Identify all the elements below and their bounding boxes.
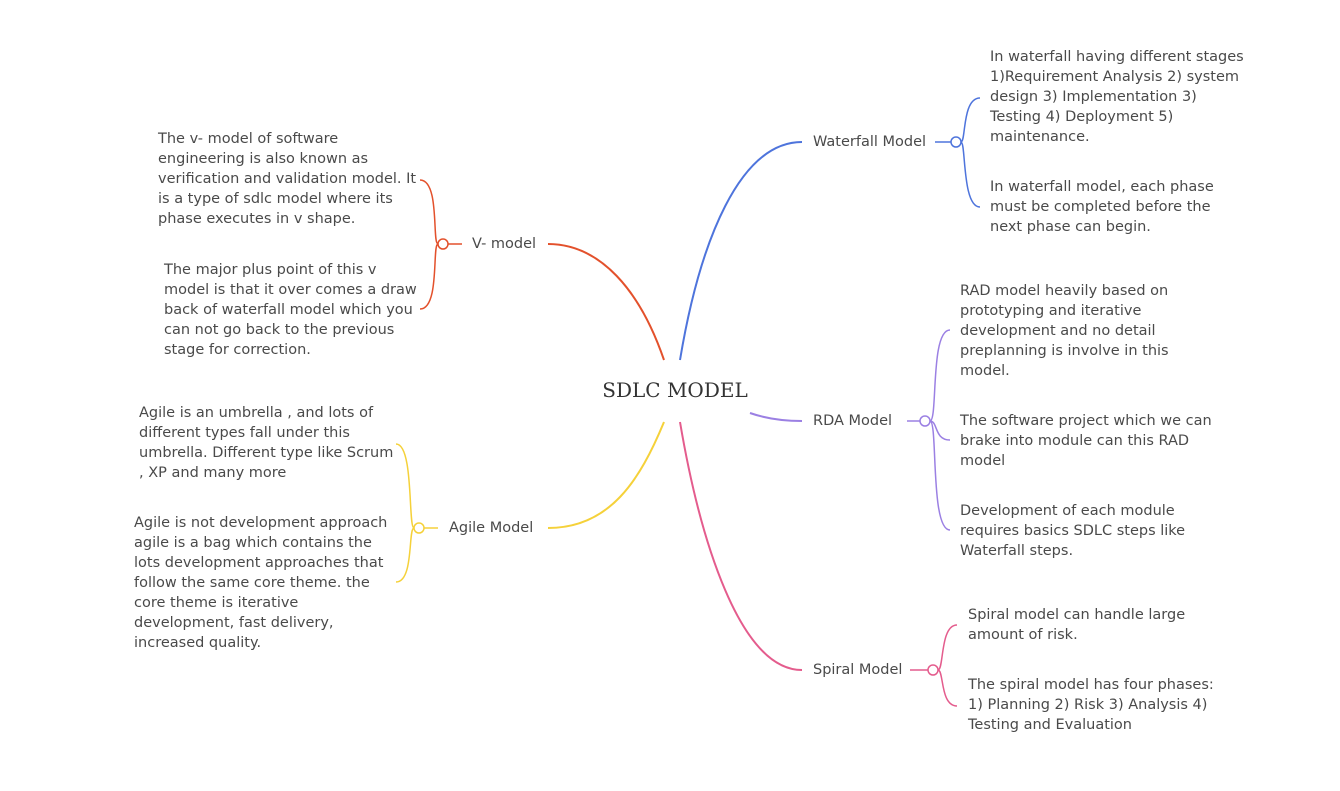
branch-agile-model[interactable]: Agile Model: [449, 520, 534, 536]
note-line: , XP and many more: [139, 465, 287, 481]
note-line: Testing 4) Deployment 5): [990, 109, 1174, 125]
rda-node[interactable]: [919, 415, 931, 427]
note-line: In waterfall having different stages: [990, 49, 1244, 65]
note-line: 1) Planning 2) Risk 3) Analysis 4): [968, 697, 1208, 713]
rda-note-3[interactable]: Development of each module requires basic…: [960, 501, 1185, 561]
spiral-leaf-links: [937, 624, 958, 707]
note-line: In waterfall model, each phase: [990, 179, 1214, 195]
rda-note-2[interactable]: The software project which we can brake i…: [960, 411, 1212, 471]
note-line: follow the same core theme. the: [134, 575, 370, 591]
agile-main-link: [547, 421, 665, 529]
note-line: different types fall under this: [139, 425, 350, 441]
branch-spiral-model[interactable]: Spiral Model: [813, 662, 903, 678]
spiral-node[interactable]: [927, 664, 939, 676]
note-line: Agile is not development approach: [134, 515, 388, 531]
note-line: Testing and Evaluation: [968, 717, 1132, 733]
note-line: model: [960, 453, 1006, 469]
note-line: must be completed before the: [990, 199, 1211, 215]
note-line: development, fast delivery,: [134, 615, 334, 631]
note-line: model is that it over comes a draw: [164, 282, 417, 298]
vmodel-node[interactable]: [437, 238, 449, 250]
note-line: preplanning is involve in this: [960, 343, 1169, 359]
branch-waterfall-model[interactable]: Waterfall Model: [813, 134, 927, 150]
vmodel-note-1[interactable]: The v- model of software engineering is a…: [158, 129, 416, 229]
note-line: The spiral model has four phases:: [968, 677, 1214, 693]
note-line: verification and validation model. It: [158, 171, 417, 187]
vmodel-main-link: [547, 243, 665, 361]
note-line: The v- model of software: [158, 131, 339, 147]
note-line: The software project which we can: [960, 413, 1212, 429]
note-line: 1)Requirement Analysis 2) system: [990, 69, 1240, 85]
waterfall-main-link: [679, 141, 803, 361]
agile-node[interactable]: [413, 522, 425, 534]
rda-leaf-links: [929, 329, 951, 531]
note-line: Development of each module: [960, 503, 1175, 519]
waterfall-leaf-links: [960, 97, 981, 208]
agile-note-1[interactable]: Agile is an umbrella , and lots of differ…: [139, 403, 393, 483]
vmodel-note-2[interactable]: The major plus point of this v model is t…: [164, 260, 417, 360]
spiral-note-2[interactable]: The spiral model has four phases: 1) Plan…: [968, 675, 1214, 735]
note-line: can not go back to the previous: [164, 322, 395, 338]
note-line: maintenance.: [990, 129, 1090, 145]
note-line: increased quality.: [134, 635, 262, 651]
agile-note-2[interactable]: Agile is not development approach agile i…: [134, 513, 387, 653]
note-line: brake into module can this RAD: [960, 433, 1190, 449]
note-line: is a type of sdlc model where its: [158, 191, 393, 207]
note-line: Agile is an umbrella , and lots of: [139, 405, 374, 421]
note-line: RAD model heavily based on: [960, 283, 1169, 299]
note-line: The major plus point of this v: [164, 262, 377, 278]
note-line: prototyping and iterative: [960, 303, 1142, 319]
note-line: engineering is also known as: [158, 151, 369, 167]
note-line: back of waterfall model which you: [164, 302, 413, 318]
vmodel-leaf-links: [419, 179, 439, 310]
note-line: core theme is iterative: [134, 595, 299, 611]
waterfall-node[interactable]: [950, 136, 962, 148]
rda-note-1[interactable]: RAD model heavily based on prototyping an…: [960, 281, 1169, 381]
note-line: phase executes in v shape.: [158, 211, 356, 227]
note-line: umbrella. Different type like Scrum: [139, 445, 394, 461]
note-line: requires basics SDLC steps like: [960, 523, 1186, 539]
waterfall-note-1[interactable]: In waterfall having different stages 1)Re…: [990, 47, 1244, 147]
note-line: Waterfall steps.: [960, 543, 1074, 559]
note-line: development and no detail: [960, 323, 1156, 339]
note-line: next phase can begin.: [990, 219, 1151, 235]
spiral-note-1[interactable]: Spiral model can handle large amount of r…: [968, 605, 1185, 645]
branch-v-model[interactable]: V- model: [472, 236, 537, 252]
waterfall-note-2[interactable]: In waterfall model, each phase must be co…: [990, 177, 1214, 237]
note-line: design 3) Implementation 3): [990, 89, 1197, 105]
rda-main-link: [749, 412, 803, 422]
agile-leaf-links: [395, 443, 415, 583]
note-line: model.: [960, 363, 1010, 379]
root-topic[interactable]: SDLC MODEL: [602, 378, 748, 402]
spiral-main-link: [679, 421, 803, 671]
note-line: stage for correction.: [164, 342, 311, 358]
note-line: lots development approaches that: [134, 555, 384, 571]
note-line: amount of risk.: [968, 627, 1078, 643]
branch-rda-model[interactable]: RDA Model: [813, 413, 893, 429]
note-line: Spiral model can handle large: [968, 607, 1186, 623]
note-line: agile is a bag which contains the: [134, 535, 372, 551]
